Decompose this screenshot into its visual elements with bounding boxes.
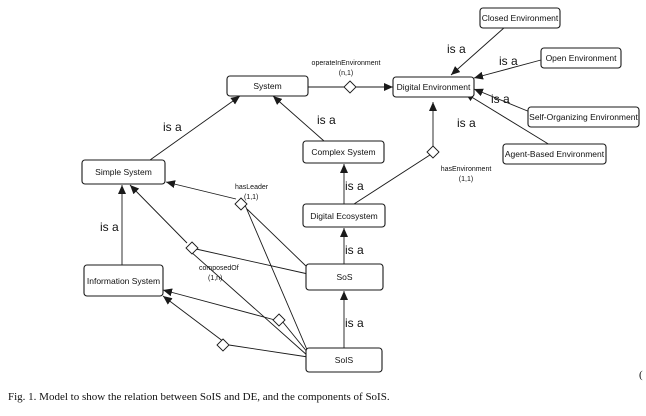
box-sos: SoS (305, 263, 384, 291)
box-simple-system-label: Simple System (95, 167, 152, 177)
edge-composed-of-target (129, 184, 188, 244)
edge-selforg-isa-de (473, 88, 531, 113)
diamond-sois-is-lower (216, 338, 230, 352)
box-open-environment: Open Environment (540, 47, 622, 69)
edge-agent-isa-de (464, 92, 551, 146)
isa-label-simple-system: is a (163, 120, 182, 134)
box-digital-environment: Digital Environment (392, 76, 475, 98)
box-digital-environment-label: Digital Environment (397, 82, 471, 92)
edge-has-leader-target (165, 180, 237, 200)
box-complex-system-label: Complex System (311, 147, 375, 157)
isa-label-self-organizing: is a (491, 92, 510, 106)
isa-label-open: is a (499, 54, 518, 68)
label-composed-of-card: (1,n) (208, 275, 222, 282)
box-sos-label: SoS (336, 272, 352, 282)
box-closed-environment: Closed Environment (479, 7, 561, 29)
stray-mark: ( (639, 369, 643, 381)
edge-composed-of-sois (189, 250, 309, 357)
label-has-leader: hasLeader (235, 184, 269, 191)
isa-label-complex-system: is a (317, 113, 336, 127)
box-digital-ecosystem-label: Digital Ecosystem (310, 211, 378, 221)
box-information-system-label: Information System (87, 276, 160, 286)
box-self-organizing-environment: Self-Organizing Environment (527, 106, 640, 128)
edge-sois-to-is-2 (162, 295, 229, 346)
box-sois: SoIS (305, 347, 383, 373)
diamond-has-environment (426, 145, 440, 159)
isa-label-sos: is a (345, 243, 364, 257)
box-closed-environment-label: Closed Environment (482, 13, 559, 23)
edge-complex-isa-system (272, 95, 325, 142)
box-agent-based-environment-label: Agent-Based Environment (505, 149, 605, 159)
box-self-organizing-environment-label: Self-Organizing Environment (529, 112, 638, 122)
diamond-composed-of (185, 241, 199, 255)
box-agent-based-environment: Agent-Based Environment (502, 143, 607, 165)
edge-open-isa-de (473, 59, 542, 80)
box-information-system: Information System (83, 264, 164, 297)
label-operate-in-environment-card: (n,1) (339, 70, 353, 77)
isa-label-closed: is a (447, 42, 466, 56)
edge-sois-to-is-3 (228, 344, 309, 358)
edge-composed-of-sos (195, 248, 309, 275)
isa-label-agent-based: is a (457, 116, 476, 130)
box-sois-label: SoIS (335, 355, 354, 365)
box-simple-system: Simple System (81, 159, 166, 185)
figure-caption: Fig. 1. Model to show the relation betwe… (8, 391, 390, 403)
box-system: System (226, 75, 309, 97)
isa-label-sois: is a (345, 316, 364, 330)
label-has-environment: hasEnvironment (441, 166, 492, 173)
label-has-leader-card: (1,1) (244, 194, 258, 201)
edge-has-leader-sois (244, 204, 309, 353)
edge-closed-isa-de (450, 26, 506, 76)
box-digital-ecosystem: Digital Ecosystem (302, 203, 386, 228)
isa-label-information-system: is a (100, 220, 119, 234)
isa-label-digital-ecosystem: is a (345, 179, 364, 193)
box-system-label: System (253, 81, 281, 91)
label-composed-of: composedOf (199, 265, 239, 272)
label-operate-in-environment: operateInEnvironment (312, 60, 381, 67)
box-open-environment-label: Open Environment (546, 53, 618, 63)
box-complex-system: Complex System (302, 140, 385, 164)
edge-sois-to-is-1 (162, 288, 276, 321)
edge-simple-isa-system (149, 95, 241, 161)
diamond-operate-in-environment (343, 80, 357, 94)
diamond-has-leader (234, 197, 248, 211)
edge-sois-to-is-4 (281, 320, 309, 354)
label-has-environment-card: (1,1) (459, 176, 473, 183)
diamond-sois-is-upper (272, 313, 286, 327)
edge-has-leader-sos (246, 208, 309, 269)
